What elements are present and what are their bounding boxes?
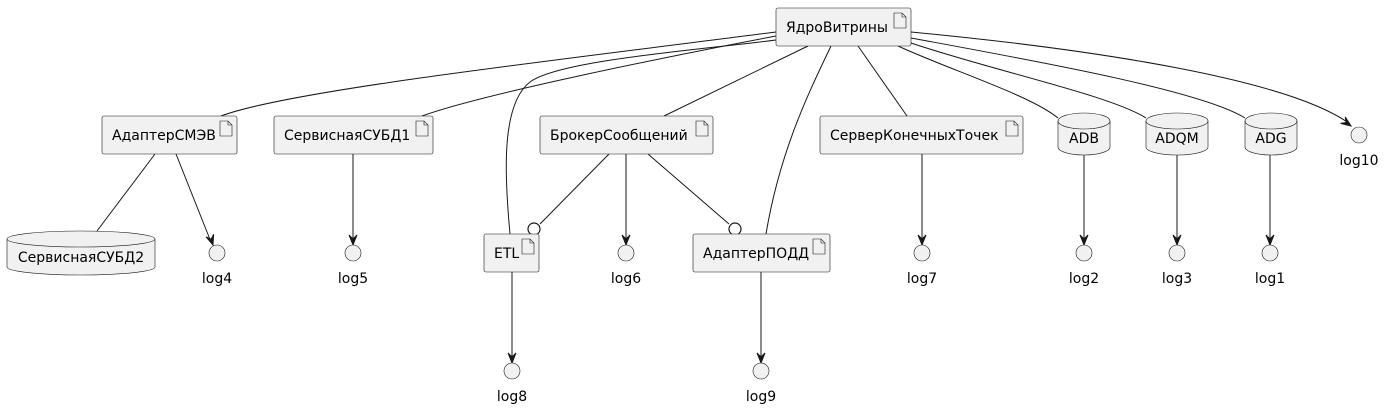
- interface-circle: [1168, 244, 1186, 262]
- interface-log1: log1: [1255, 244, 1285, 287]
- edge-broker-to-etl: [539, 153, 610, 225]
- edge-core-to-log10: [910, 31, 1351, 125]
- database-cylinder: [1244, 112, 1298, 156]
- interface-circle: [752, 362, 770, 380]
- edge-core-to-adg: [910, 37, 1246, 119]
- arrowhead-log3: [1172, 234, 1182, 247]
- artifact-box: [101, 115, 238, 155]
- interface-label: log2: [1069, 271, 1099, 287]
- interface-label: log8: [497, 389, 527, 405]
- edge-core-to-adb: [897, 45, 1059, 119]
- artifact-icon: [521, 238, 535, 255]
- database-label: ADB: [1069, 131, 1099, 147]
- artifact-icon: [1005, 120, 1019, 137]
- interface-circle: [1261, 244, 1279, 262]
- interface-log8: log8: [497, 362, 527, 405]
- edge-core-to-etl: [505, 39, 777, 235]
- artifact-box: [539, 115, 714, 155]
- arrowhead-log8: [507, 352, 517, 365]
- edge-core-to-subd1: [421, 35, 777, 117]
- interface-circle: [617, 244, 635, 262]
- interface-log10: log10: [1339, 126, 1379, 169]
- artifact-label: СервиснаяСУБД1: [284, 128, 410, 144]
- artifact-box: [483, 233, 540, 273]
- interface-log7: log7: [907, 244, 937, 287]
- interface-circle: [1350, 126, 1368, 144]
- artifact-podd: АдаптерПОДД: [692, 233, 831, 273]
- interface-log4: log4: [202, 244, 232, 287]
- artifact-label: АдаптерСМЭВ: [112, 128, 216, 144]
- interface-label: log3: [1162, 271, 1192, 287]
- artifact-label: СерверКонечныхТочек: [830, 128, 999, 144]
- interface-circle: [913, 244, 931, 262]
- artifact-core: ЯдроВитрины: [775, 7, 912, 47]
- interface-log3: log3: [1162, 244, 1192, 287]
- artifact-box: [775, 7, 912, 47]
- database-label: ADQM: [1155, 131, 1198, 147]
- interface-label: log5: [338, 271, 368, 287]
- lollipop-socket-podd: [728, 222, 742, 236]
- artifact-icon: [812, 238, 826, 255]
- artifact-smev: АдаптерСМЭВ: [101, 115, 238, 155]
- diagram-edges: [96, 31, 1353, 365]
- interface-log2: log2: [1069, 244, 1099, 287]
- artifact-label: БрокерСообщений: [550, 128, 688, 144]
- artifact-box: [819, 115, 1024, 155]
- lollipop-socket-etl: [527, 222, 541, 236]
- database-adg: ADG: [1244, 112, 1298, 156]
- interface-circle: [344, 244, 362, 262]
- database-label: СервиснаяСУБД2: [18, 250, 144, 266]
- interface-log5: log5: [338, 244, 368, 287]
- interface-label: log4: [202, 271, 232, 287]
- artifact-label: ETL: [494, 246, 519, 262]
- edge-core-to-podd: [765, 45, 832, 235]
- edge-core-to-endpoint: [857, 45, 908, 117]
- arrowhead-log6: [621, 234, 631, 247]
- database-cylinder: [6, 230, 156, 276]
- interface-circle: [503, 362, 521, 380]
- edge-smev-to-subd2: [96, 153, 156, 232]
- arrowhead-log10: [1340, 116, 1353, 127]
- interface-label: log10: [1339, 153, 1378, 169]
- edge-broker-to-podd: [647, 153, 730, 225]
- edge-core-to-smev: [220, 31, 777, 117]
- arrowhead-log5: [348, 234, 358, 247]
- database-subd2: СервиснаяСУБД2: [6, 230, 156, 276]
- interface-label: log1: [1255, 271, 1285, 287]
- database-label: ADG: [1255, 131, 1286, 147]
- interface-log6: log6: [611, 244, 641, 287]
- artifact-icon: [695, 120, 709, 137]
- interface-label: log6: [611, 271, 641, 287]
- database-cylinder: [1145, 112, 1209, 156]
- arrowhead-log9: [756, 352, 766, 365]
- database-adqm: ADQM: [1145, 112, 1209, 156]
- artifact-label: АдаптерПОДД: [703, 246, 809, 262]
- interface-label: log9: [746, 389, 776, 405]
- artifact-broker: БрокерСообщений: [539, 115, 714, 155]
- interface-circle: [208, 244, 226, 262]
- artifact-etl: ETL: [483, 233, 540, 273]
- arrowhead-log1: [1265, 234, 1275, 247]
- arrowhead-log7: [917, 234, 927, 247]
- artifact-icon: [893, 12, 907, 29]
- interface-label: log7: [907, 271, 937, 287]
- interface-circle: [1075, 244, 1093, 262]
- artifact-label: ЯдроВитрины: [786, 20, 888, 36]
- artifact-icon: [219, 120, 233, 137]
- artifact-box: [273, 115, 434, 155]
- database-adb: ADB: [1057, 112, 1111, 156]
- edge-smev-to-log4: [175, 153, 212, 243]
- edge-core-to-broker: [663, 45, 809, 117]
- artifact-subd1: СервиснаяСУБД1: [273, 115, 434, 155]
- artifact-box: [692, 233, 831, 273]
- arrowhead-log2: [1079, 234, 1089, 247]
- artifact-icon: [415, 120, 429, 137]
- interface-log9: log9: [746, 362, 776, 405]
- arrowhead-log4: [205, 234, 215, 247]
- database-cylinder: [1057, 112, 1111, 156]
- artifact-endpoint: СерверКонечныхТочек: [819, 115, 1024, 155]
- edge-core-to-adqm: [907, 41, 1147, 119]
